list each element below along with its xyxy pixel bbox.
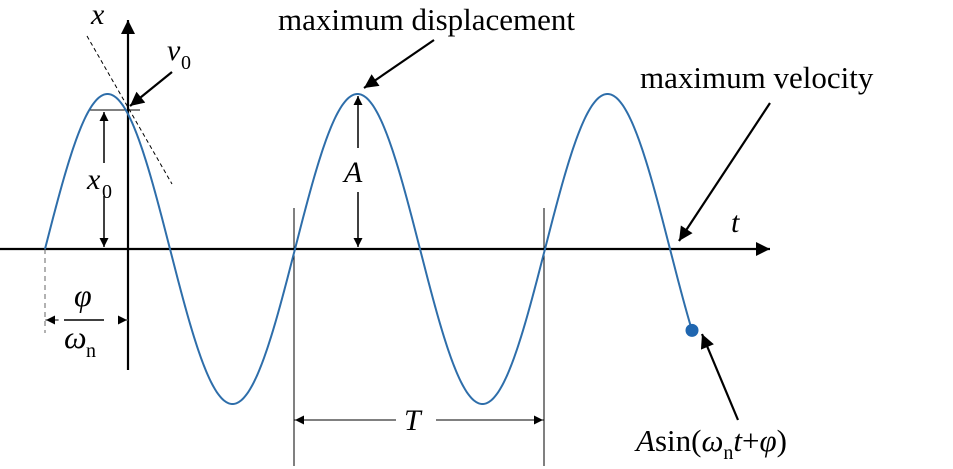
v0-label-subscript: 0 — [181, 52, 191, 74]
x0-label: x — [86, 163, 101, 196]
v0-callout-arrow — [129, 71, 173, 107]
formula-callout-arrow — [700, 333, 740, 421]
t-axis-label: t — [731, 206, 740, 239]
max-velocity-arrow — [678, 102, 771, 242]
x-axis-label: x — [90, 0, 105, 31]
displacement-formula: Asin(ωnt+φ) — [634, 423, 787, 464]
phase-denominator: ω — [64, 319, 87, 355]
period-label: T — [404, 404, 423, 437]
displacement-curve — [44, 93, 693, 405]
tangent-line — [86, 35, 173, 185]
max-displacement-arrow — [363, 39, 435, 89]
max-velocity-label: maximum velocity — [640, 60, 874, 95]
current-state-dot — [685, 323, 699, 337]
max-displacement-label: maximum displacement — [278, 2, 575, 37]
phase-denominator-subscript: n — [86, 340, 96, 362]
v0-label: v — [167, 34, 181, 67]
x0-label-subscript: 0 — [102, 181, 112, 203]
amplitude-label: A — [342, 156, 363, 189]
phase-numerator: φ — [74, 277, 92, 313]
